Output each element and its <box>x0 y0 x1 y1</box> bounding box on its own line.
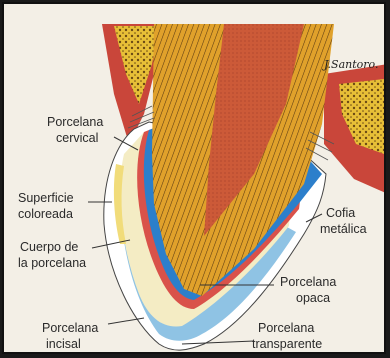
label-cuerpo-porcelana-1: Cuerpo de <box>20 240 78 254</box>
illustration-frame: J.Santoro. Porcelana cervical Superficie… <box>2 2 386 354</box>
label-porcelana-transparente-1: Porcelana <box>258 321 314 335</box>
label-cuerpo-porcelana-2: la porcelana <box>18 256 86 270</box>
gum-right <box>324 64 386 194</box>
label-superficie-coloreada-1: Superficie <box>18 191 74 205</box>
label-porcelana-incisal-1: Porcelana <box>42 321 98 335</box>
label-superficie-coloreada-2: coloreada <box>18 207 73 221</box>
artist-signature: J.Santoro. <box>322 58 378 71</box>
label-porcelana-cervical-1: Porcelana <box>47 115 103 129</box>
label-porcelana-opaca-2: opaca <box>296 291 330 305</box>
label-porcelana-cervical-2: cervical <box>56 131 98 145</box>
label-porcelana-transparente-2: transparente <box>252 337 322 351</box>
label-porcelana-opaca-1: Porcelana <box>280 275 336 289</box>
label-cofia-metalica-2: metálica <box>320 222 367 236</box>
label-porcelana-incisal-2: incisal <box>46 337 81 351</box>
label-cofia-metalica-1: Cofia <box>326 206 355 220</box>
crown-cross-section-diagram: J.Santoro. Porcelana cervical Superficie… <box>4 4 386 354</box>
